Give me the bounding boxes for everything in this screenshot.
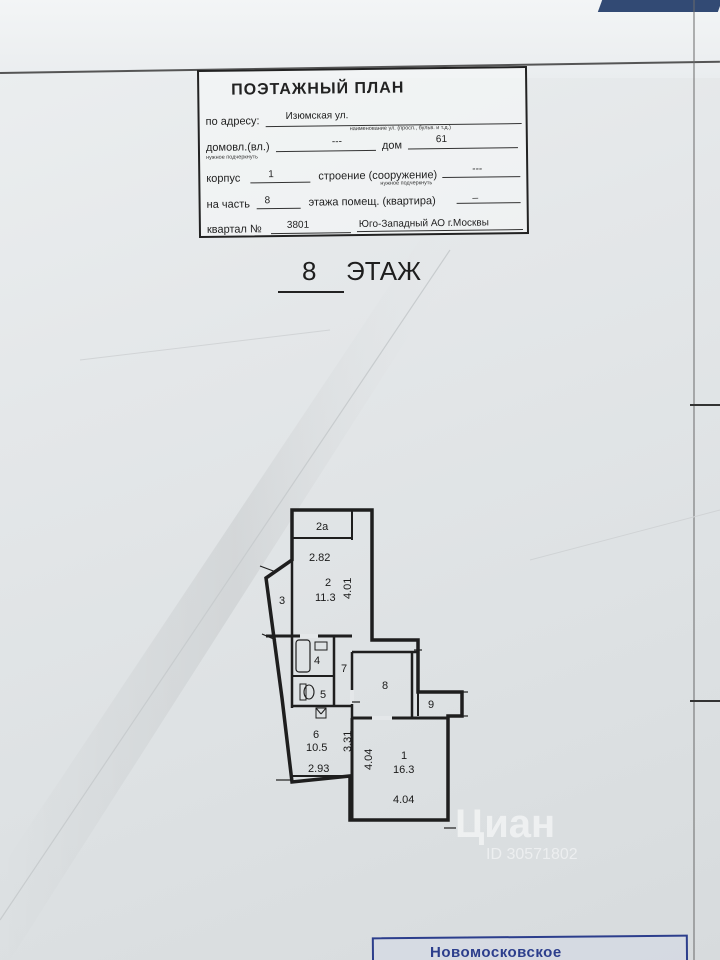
floor-number: 8 [302, 256, 317, 286]
room-6-label: 6 [313, 729, 319, 741]
room-6-area: 10.5 [306, 742, 327, 754]
cian-watermark-id: ID 30571802 [486, 846, 578, 863]
room-2-width: 2.82 [309, 552, 330, 564]
room-4-label: 4 [314, 655, 320, 667]
sink-icon [314, 641, 328, 651]
window [261, 633, 277, 641]
room-7-label: 7 [341, 663, 347, 675]
outer-wall [264, 508, 464, 822]
toilet-icon [303, 684, 315, 700]
room-8-label: 8 [382, 680, 388, 692]
room-5-label: 5 [320, 689, 326, 701]
room-2-label: 2 [325, 577, 331, 589]
room-2-height: 4.01 [342, 578, 354, 599]
room-6-width: 2.93 [308, 763, 329, 775]
floor-number-underline [278, 291, 344, 293]
edge-tick [690, 404, 720, 406]
tank-icon [299, 683, 307, 701]
floor-label: ЭТАЖ [346, 256, 422, 286]
top-margin [0, 0, 720, 78]
cian-watermark: Циан [455, 802, 556, 846]
room-2a-label: 2а [316, 521, 329, 533]
room-1-label: 1 [401, 750, 407, 762]
stamp-text: Новомосковское [430, 944, 562, 960]
bathtub-icon [295, 639, 311, 673]
stove-icon [315, 707, 327, 719]
window [259, 565, 277, 573]
room-1-height: 4.04 [363, 749, 375, 770]
room-6-height: 3.31 [342, 731, 354, 752]
room-1-area: 16.3 [393, 764, 414, 776]
frame-right-line [693, 0, 695, 960]
room-2-area: 11.3 [315, 592, 336, 604]
room-9-label: 9 [428, 699, 434, 711]
room-1-width: 4.04 [393, 794, 414, 806]
room-3-label: 3 [279, 595, 285, 607]
edge-tick [690, 700, 720, 702]
